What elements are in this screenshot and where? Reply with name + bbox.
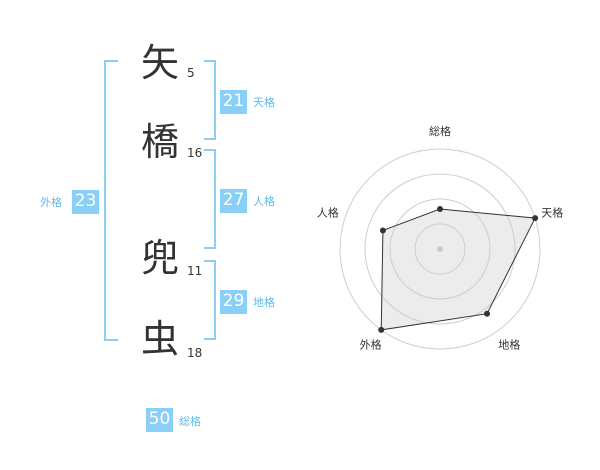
name-char-4: 虫 bbox=[140, 317, 179, 361]
tenkaku-bracket bbox=[204, 60, 216, 140]
radar-axis-label-4: 外格 bbox=[360, 337, 382, 351]
tenkaku-value: 21 bbox=[220, 90, 247, 114]
radar-axis-label-2: 天格 bbox=[541, 206, 563, 220]
radar-point-3 bbox=[484, 310, 491, 317]
gaikaku-label: 外格 bbox=[40, 196, 62, 209]
tenkaku-label: 天格 bbox=[253, 96, 275, 109]
stroke-count-3: 11 bbox=[187, 264, 203, 278]
name-char-2: 橋 bbox=[140, 120, 179, 164]
radar-point-5 bbox=[379, 227, 386, 234]
jinkaku-label: 人格 bbox=[253, 195, 275, 208]
stroke-count-4: 18 bbox=[187, 346, 203, 360]
radar-polygon bbox=[380, 208, 536, 331]
radar-axis-label-5: 人格 bbox=[317, 206, 339, 220]
stroke-count-2: 16 bbox=[187, 146, 203, 160]
radar-point-1 bbox=[437, 206, 443, 212]
jinkaku-value: 27 bbox=[220, 189, 247, 213]
chikaku-value: 29 bbox=[220, 290, 247, 314]
soukaku-label: 総格 bbox=[179, 415, 201, 428]
soukaku-value: 50 bbox=[146, 408, 173, 432]
radar-ring bbox=[389, 198, 491, 300]
name-char-3: 兜 bbox=[140, 236, 179, 280]
jinkaku-bracket bbox=[204, 149, 216, 249]
chikaku-bracket bbox=[204, 260, 216, 340]
stroke-count-1: 5 bbox=[187, 66, 195, 80]
radar-axis-label-1: 総格 bbox=[429, 124, 451, 138]
radar-point-2 bbox=[532, 215, 539, 222]
radar-ring bbox=[339, 148, 541, 350]
radar-center bbox=[437, 246, 443, 252]
radar-ring bbox=[364, 173, 516, 325]
gaikaku-value: 23 bbox=[72, 190, 99, 214]
radar-point-4 bbox=[378, 326, 385, 333]
chikaku-label: 地格 bbox=[253, 296, 275, 309]
radar-axis-label-3: 地格 bbox=[498, 337, 520, 351]
name-char-1: 矢 bbox=[140, 41, 179, 85]
gaikaku-bracket bbox=[104, 60, 118, 341]
radar-ring bbox=[414, 223, 466, 275]
